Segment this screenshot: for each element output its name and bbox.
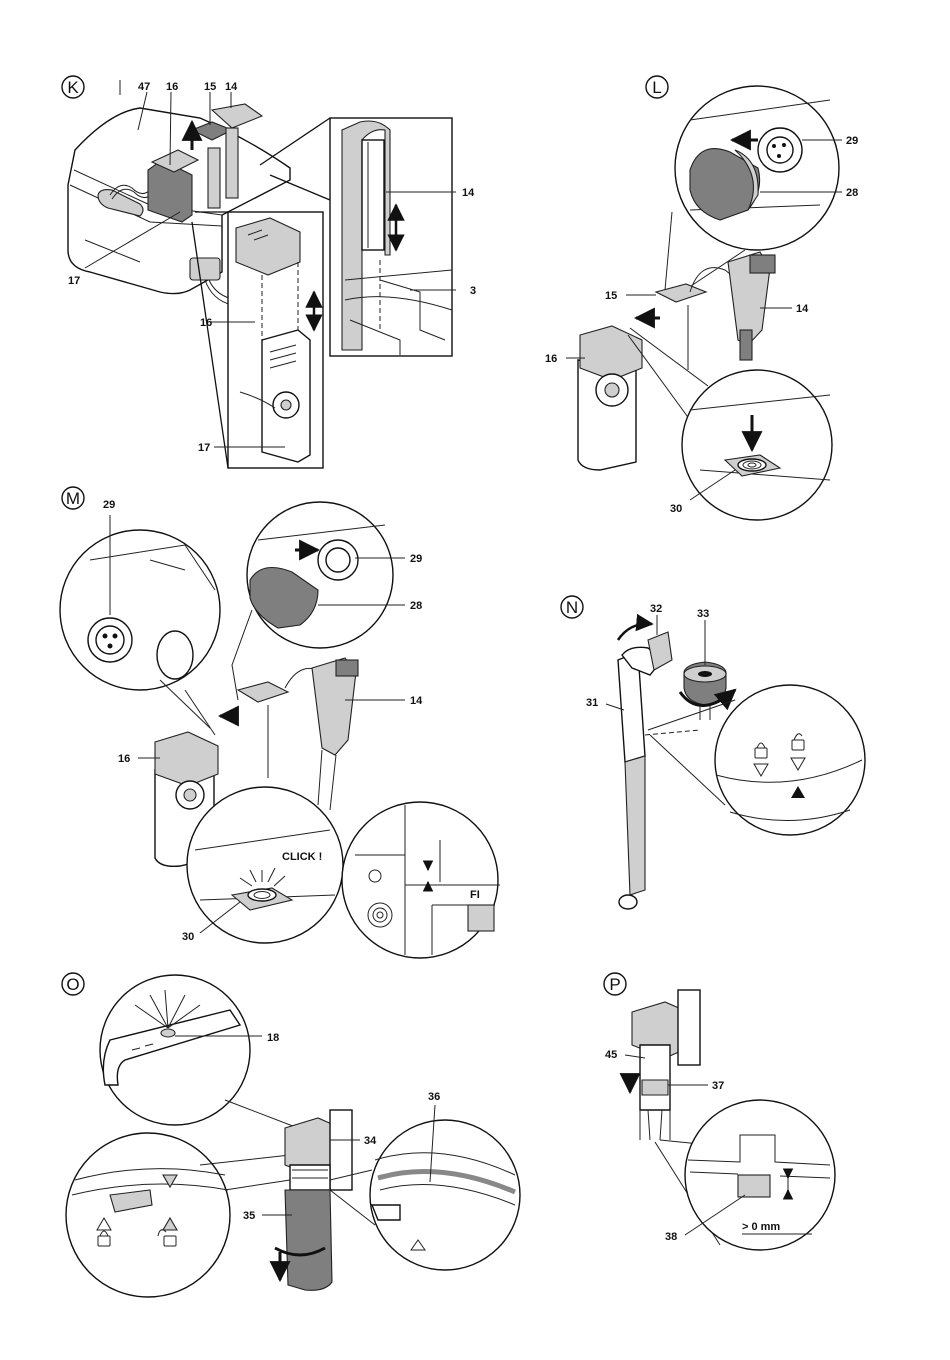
callout-34: 34	[364, 1135, 377, 1147]
callout-16-m: 16	[118, 753, 130, 765]
panel-o-detail-lock-left	[66, 1133, 290, 1297]
callout-35: 35	[243, 1210, 255, 1222]
callout-29-l: 29	[846, 135, 858, 147]
panel-p-badge: P	[604, 973, 626, 995]
panel-m-letter: M	[66, 489, 80, 508]
panel-l-letter: L	[652, 78, 661, 97]
callout-28-m: 28	[410, 600, 422, 612]
panel-k-letter: K	[67, 78, 79, 97]
callout-47: 47	[138, 81, 150, 93]
callout-45: 45	[605, 1049, 617, 1061]
panel-l-pump-module: 16	[545, 326, 642, 470]
callout-15: 15	[204, 81, 216, 93]
panel-n: N 32 31 33	[561, 596, 865, 909]
callout-30-m: 30	[182, 931, 194, 943]
callout-32: 32	[650, 603, 662, 615]
callout-17-left: 17	[68, 275, 80, 287]
callout-16-inset: 16	[200, 317, 212, 329]
callout-16-top: 16	[166, 81, 178, 93]
panel-p: P 45 37 > 0 mm 38	[604, 973, 835, 1250]
panel-k: K	[62, 76, 476, 468]
callout-33: 33	[697, 608, 709, 620]
panel-n-float-tube: 32 31	[586, 603, 700, 909]
fill-label: FI	[470, 889, 480, 901]
panel-o-detail-seal-36: 36	[330, 1091, 520, 1270]
panel-p-detail-gap-38: > 0 mm 38	[665, 1100, 835, 1250]
gap-label: > 0 mm	[742, 1221, 780, 1233]
callout-14-inset: 14	[462, 187, 475, 199]
panel-n-letter: N	[566, 598, 578, 617]
callout-14-top: 14	[225, 81, 238, 93]
panel-o-badge: O	[62, 973, 84, 995]
panel-l-badge: L	[646, 76, 668, 98]
callout-17-inset: 17	[198, 442, 210, 454]
panel-n-detail-lock-symbols	[648, 685, 865, 835]
click-label: CLICK !	[282, 851, 322, 863]
callout-38: 38	[665, 1231, 677, 1243]
panel-o: O 18	[62, 973, 520, 1297]
panel-p-letter: P	[609, 975, 620, 994]
panel-o-letter: O	[66, 975, 79, 994]
panel-o-pump-assembly: 34 35	[243, 1110, 377, 1290]
panel-m: M 29 29 28	[60, 487, 500, 958]
callout-14-m: 14	[410, 695, 423, 707]
callout-18: 18	[267, 1032, 279, 1044]
callout-3: 3	[470, 285, 476, 297]
callout-16-l: 16	[545, 353, 557, 365]
panel-m-badge: M	[62, 487, 84, 509]
callout-29-m-right: 29	[410, 553, 422, 565]
callout-36: 36	[428, 1091, 440, 1103]
panel-l-detail-socket: 30	[628, 328, 832, 520]
panel-m-detail-plug-socket: 29	[60, 499, 220, 735]
panel-l: L 29 28	[545, 76, 858, 520]
panel-n-badge: N	[561, 596, 583, 618]
callout-28-l: 28	[846, 187, 858, 199]
panel-k-badge: K	[62, 76, 84, 98]
callout-14-l: 14	[796, 303, 809, 315]
panel-o-detail-screw-18: 18	[100, 975, 298, 1128]
callout-29-m-left: 29	[103, 499, 115, 511]
callout-31: 31	[586, 697, 598, 709]
callout-30-l: 30	[670, 503, 682, 515]
panel-m-parts: 14	[220, 658, 423, 810]
callout-37: 37	[712, 1080, 724, 1092]
callout-15-l: 15	[605, 290, 617, 302]
panel-m-detail-fill-line: FI	[342, 802, 500, 958]
